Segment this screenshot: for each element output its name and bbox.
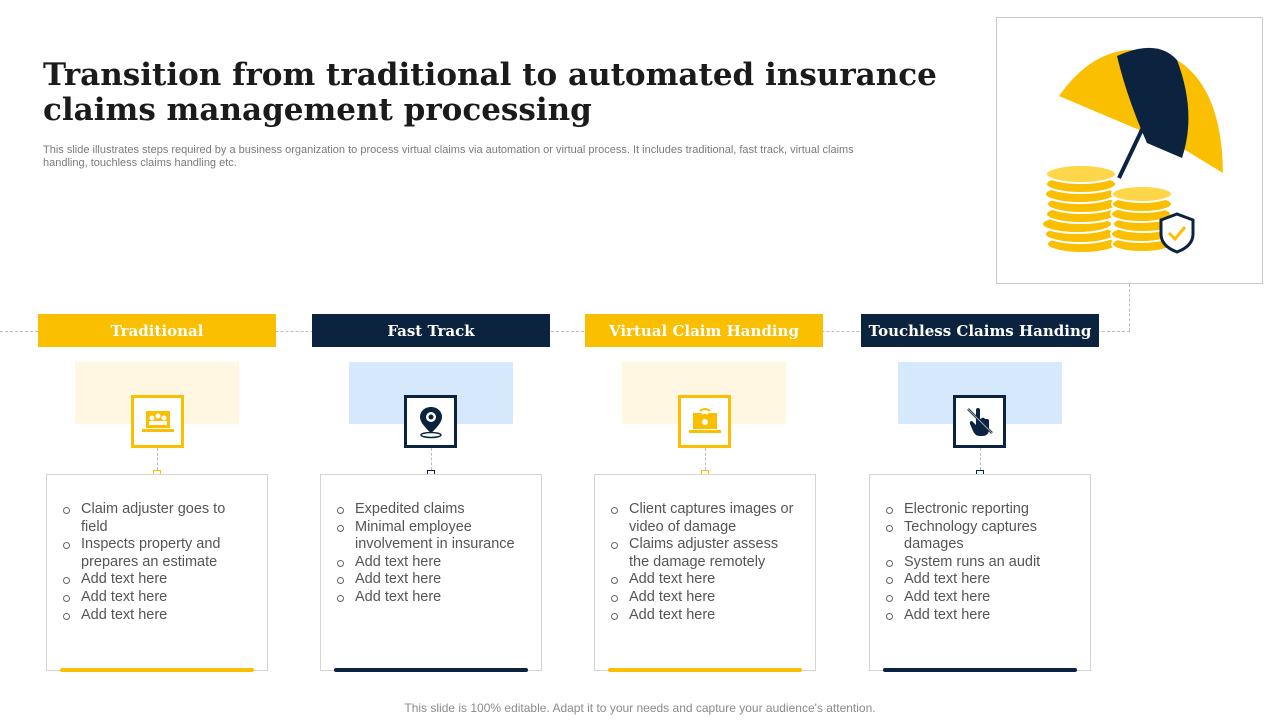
list-item: Add text here bbox=[63, 571, 253, 589]
list-item: Inspects property and prepares an estima… bbox=[63, 536, 253, 571]
stage-icon-box bbox=[678, 395, 731, 448]
stage-points-list: Expedited claims Minimal employee involv… bbox=[337, 501, 527, 607]
stage-header-fast-track: Fast Track bbox=[312, 314, 550, 347]
list-item: Add text here bbox=[63, 607, 253, 625]
list-item: Add text here bbox=[337, 589, 527, 607]
stage-header-traditional: Traditional bbox=[38, 314, 276, 347]
list-item: Claim adjuster goes to field bbox=[63, 501, 253, 536]
list-item: Add text here bbox=[337, 571, 527, 589]
list-item: Add text here bbox=[611, 607, 801, 625]
list-item: Add text here bbox=[611, 589, 801, 607]
list-item: Add text here bbox=[886, 607, 1076, 625]
list-item: Minimal employee involvement in insuranc… bbox=[337, 519, 527, 554]
stage-connector bbox=[705, 448, 706, 470]
list-item: Expedited claims bbox=[337, 501, 527, 519]
list-item: Add text here bbox=[611, 571, 801, 589]
list-item: Add text here bbox=[886, 589, 1076, 607]
laptop-team-icon bbox=[141, 410, 174, 432]
stage-icon-box bbox=[404, 395, 457, 448]
stage-card-accent-bar bbox=[334, 668, 528, 672]
stage-card-fast-track: Expedited claims Minimal employee involv… bbox=[320, 474, 542, 671]
stage-points-list: Electronic reporting Technology captures… bbox=[886, 501, 1076, 624]
location-pin-icon bbox=[419, 406, 442, 438]
list-item: Client captures images or video of damag… bbox=[611, 501, 801, 536]
slide-footer: This slide is 100% editable. Adapt it to… bbox=[404, 701, 876, 715]
stage-card-traditional: Claim adjuster goes to field Inspects pr… bbox=[46, 474, 268, 671]
stage-card-virtual-claim-handing: Client captures images or video of damag… bbox=[594, 474, 816, 671]
stage-card-accent-bar bbox=[60, 668, 254, 672]
umbrella-over-coins-with-shield-icon bbox=[1041, 47, 1223, 254]
stage-card-accent-bar bbox=[883, 668, 1077, 672]
hero-illustration-frame bbox=[996, 17, 1263, 284]
stage-points-list: Claim adjuster goes to field Inspects pr… bbox=[63, 501, 253, 624]
stage-connector bbox=[431, 448, 432, 470]
list-item: Electronic reporting bbox=[886, 501, 1076, 519]
stage-header-touchless-claims-handing: Touchless Claims Handing bbox=[861, 314, 1099, 347]
slide-title: Transition from traditional to automated… bbox=[43, 57, 937, 128]
stage-card-touchless-claims-handing: Electronic reporting Technology captures… bbox=[869, 474, 1091, 671]
stage-connector bbox=[157, 448, 158, 470]
connector-line bbox=[0, 331, 1130, 332]
stage-header-virtual-claim-handing: Virtual Claim Handing bbox=[585, 314, 823, 347]
list-item: Claims adjuster assess the damage remote… bbox=[611, 536, 801, 571]
slide-subtitle: This slide illustrates steps required by… bbox=[43, 144, 854, 169]
stage-icon-box bbox=[953, 395, 1006, 448]
list-item: Technology captures damages bbox=[886, 519, 1076, 554]
no-touch-hand-icon bbox=[966, 407, 993, 436]
stage-icon-box bbox=[131, 395, 184, 448]
connector-line-vertical bbox=[1129, 284, 1130, 331]
stage-card-accent-bar bbox=[608, 668, 802, 672]
list-item: System runs an audit bbox=[886, 554, 1076, 572]
laptop-wireless-icon bbox=[688, 407, 721, 433]
list-item: Add text here bbox=[63, 589, 253, 607]
stage-points-list: Client captures images or video of damag… bbox=[611, 501, 801, 624]
stage-connector bbox=[980, 448, 981, 470]
list-item: Add text here bbox=[886, 571, 1076, 589]
list-item: Add text here bbox=[337, 554, 527, 572]
